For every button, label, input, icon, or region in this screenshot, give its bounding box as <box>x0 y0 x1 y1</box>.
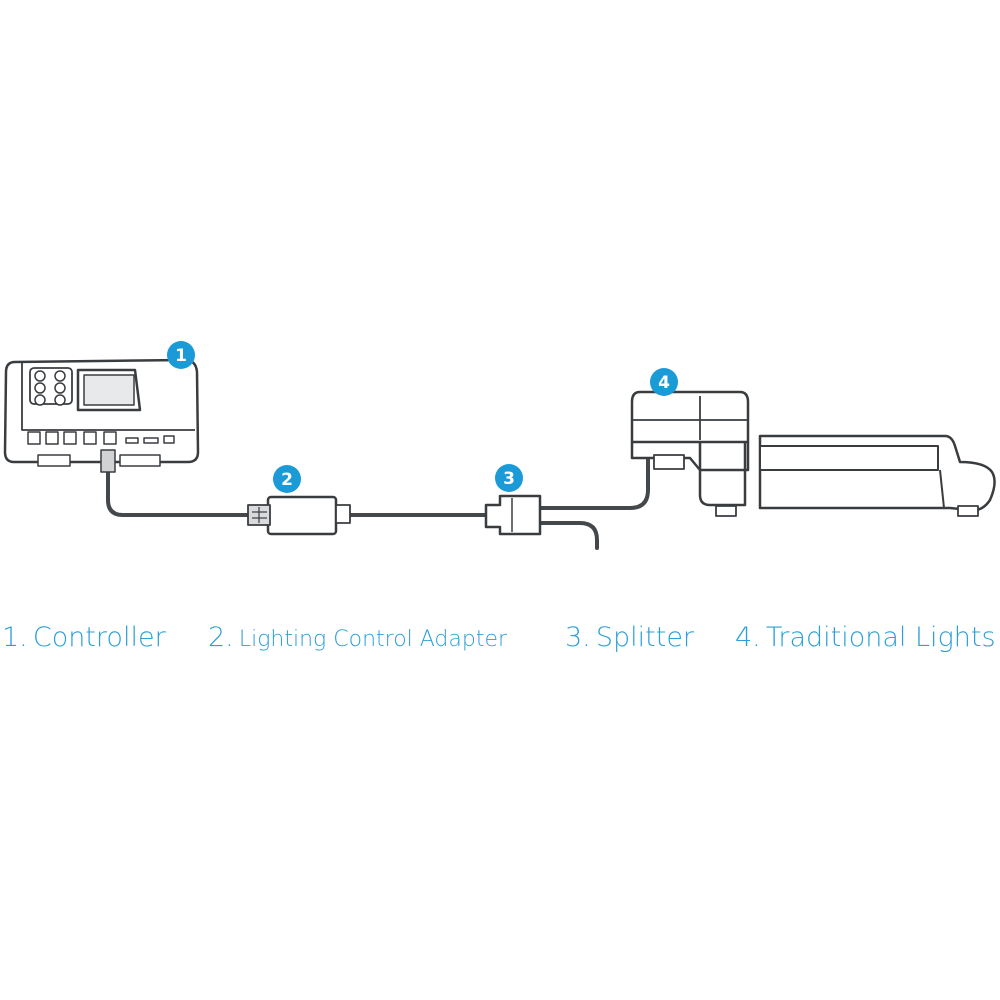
badge-1-number: 1 <box>175 346 187 366</box>
label-traditional-lights-text: Traditional Lights <box>765 622 996 653</box>
badge-1: 1 <box>167 341 195 369</box>
label-traditional-lights: 4. Traditional Lights <box>735 618 996 661</box>
badge-2: 2 <box>273 465 301 493</box>
label-traditional-lights-number: 4. <box>735 622 761 653</box>
light-fixture <box>630 390 996 517</box>
cable-splitter-branch <box>538 521 599 550</box>
label-adapter-number: 2. <box>208 622 234 653</box>
label-splitter-text: Splitter <box>595 622 695 653</box>
controller-device <box>3 358 200 473</box>
cable-controller-to-adapter <box>106 468 252 517</box>
label-controller: 1. Controller <box>2 618 166 661</box>
cables <box>106 458 650 550</box>
label-controller-number: 1. <box>2 622 28 653</box>
adapter-box <box>247 495 351 536</box>
cable-splitter-to-light <box>538 458 650 510</box>
badge-4-number: 4 <box>658 373 670 393</box>
label-adapter: 2. Lighting Control Adapter <box>208 618 507 661</box>
label-splitter-number: 3. <box>565 622 591 653</box>
badge-2-number: 2 <box>281 470 293 490</box>
badge-3: 3 <box>495 464 523 492</box>
label-controller-text: Controller <box>32 622 166 653</box>
badge-3-number: 3 <box>503 469 515 489</box>
label-adapter-text: Lighting Control Adapter <box>238 627 508 652</box>
label-splitter: 3. Splitter <box>565 618 694 661</box>
badge-4: 4 <box>650 368 678 396</box>
splitter-connector <box>484 494 542 536</box>
